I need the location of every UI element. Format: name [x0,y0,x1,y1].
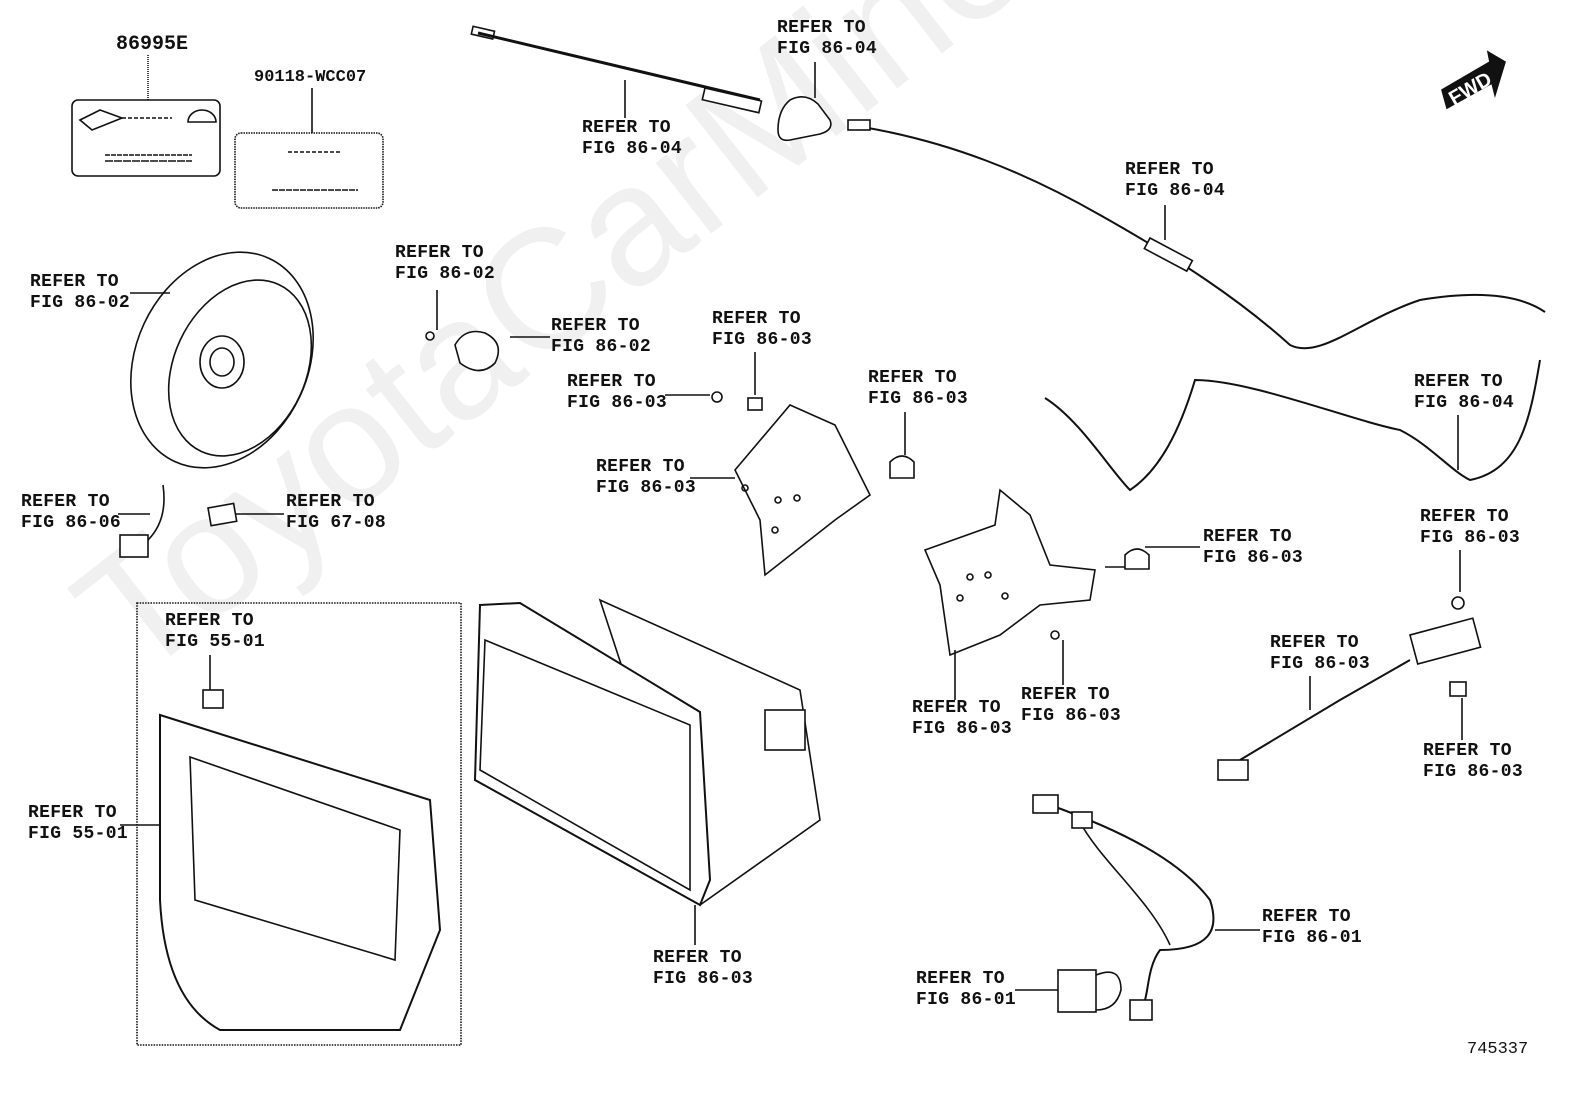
callout-figure-ref: FIG 86-01 [1262,928,1362,948]
antenna-base [777,62,832,142]
callout-figure-ref: FIG 55-01 [28,824,128,844]
callout-refer-text: REFER TO [395,243,484,263]
callout-refer-text: REFER TO [596,457,685,477]
display-unit [473,598,821,945]
callout-figure-ref: FIG 86-02 [395,264,495,284]
antenna-rod [470,25,763,118]
callout-refer-text: REFER TO [868,368,957,388]
callout-refer-text: REFER TO [30,272,119,292]
callout-figure-ref: FIG 86-03 [1423,762,1523,782]
label-card-90118 [234,88,384,209]
antenna-cable [847,119,1546,350]
callout-refer-text: REFER TO [582,118,671,138]
diagram-id: 745337 [1467,1040,1529,1059]
callout-refer-text: REFER TO [712,309,801,329]
callout-figure-ref: FIG 86-03 [868,389,968,409]
callout-figure-ref: FIG 67-08 [286,513,386,533]
callout-figure-ref: FIG 86-02 [30,293,130,313]
fwd-arrow-icon [1441,50,1506,110]
callout-figure-ref: FIG 86-03 [712,330,812,350]
second-cable [1044,359,1541,492]
callout-figure-ref: FIG 86-06 [21,513,121,533]
callout-refer-text: REFER TO [165,611,254,631]
callout-figure-ref: FIG 55-01 [165,632,265,652]
callout-figure-ref: FIG 86-03 [1203,548,1303,568]
callout-figure-ref: FIG 86-03 [567,393,667,413]
callout-refer-text: REFER TO [286,492,375,512]
callout-figure-ref: FIG 86-03 [653,969,753,989]
callout-refer-text: REFER TO [551,316,640,336]
callout-figure-ref: FIG 86-03 [912,719,1012,739]
callout-refer-text: REFER TO [1414,372,1503,392]
callout-refer-text: REFER TO [777,18,866,38]
label-card-86995e [71,55,221,177]
callout-figure-ref: FIG 86-04 [1125,181,1225,201]
wire-harness [1015,794,1260,1021]
callout-figure-ref: FIG 86-04 [1414,393,1514,413]
callout-figure-ref: FIG 86-03 [596,478,696,498]
callout-refer-text: REFER TO [1021,685,1110,705]
callout-refer-text: REFER TO [1125,160,1214,180]
callout-refer-text: REFER TO [21,492,110,512]
small-parts [118,290,1200,570]
callout-figure-ref: FIG 86-03 [1420,528,1520,548]
callout-refer-text: REFER TO [28,803,117,823]
speaker [130,251,314,469]
bezel-kit [120,602,462,1046]
callout-refer-text: REFER TO [567,372,656,392]
callout-refer-text: REFER TO [912,698,1001,718]
part-number-label: 86995E [116,33,189,56]
callout-refer-text: REFER TO [1420,507,1509,527]
callout-figure-ref: FIG 86-01 [916,990,1016,1010]
callout-figure-ref: FIG 86-04 [582,139,682,159]
callout-refer-text: REFER TO [653,948,742,968]
callout-refer-text: REFER TO [1262,907,1351,927]
bracket-right [923,488,1096,700]
callout-figure-ref: FIG 86-04 [777,39,877,59]
sensor-module [1217,550,1482,781]
bracket-left [690,404,872,577]
callout-figure-ref: FIG 86-03 [1270,654,1370,674]
callout-refer-text: REFER TO [1203,527,1292,547]
callout-refer-text: REFER TO [916,969,1005,989]
callout-figure-ref: FIG 86-02 [551,337,651,357]
callout-refer-text: REFER TO [1270,633,1359,653]
callout-figure-ref: FIG 86-03 [1021,706,1121,726]
callout-refer-text: REFER TO [1423,741,1512,761]
part-number-label: 90118-WCC07 [254,68,367,87]
